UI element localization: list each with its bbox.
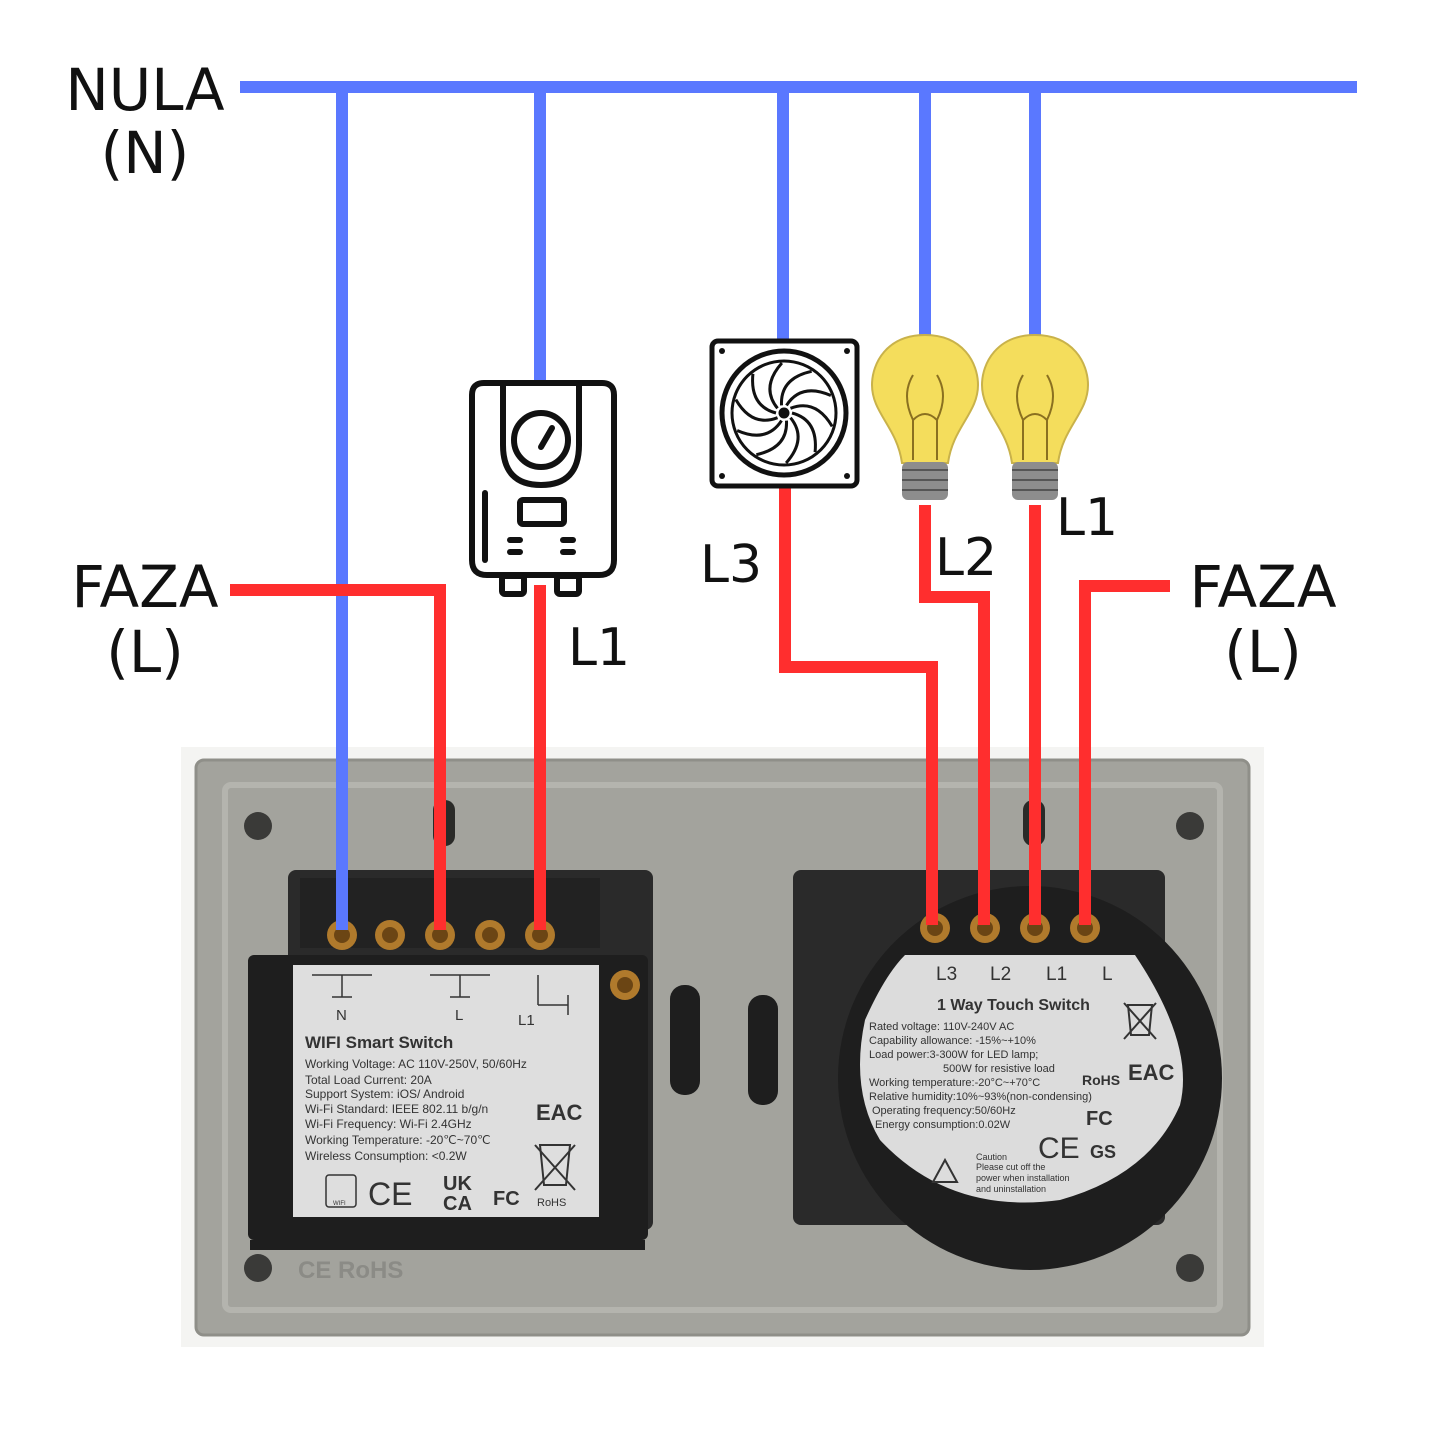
phase-left-to-wifi-l [230,584,446,930]
wifi-smart-switch-module: N L L1 WIFI Smart Switch Working Voltage… [248,870,653,1250]
wifi-terminal-screws [327,920,640,1000]
light-bulb-1-icon [980,333,1090,500]
touch-ce-mark: CE [1038,1132,1080,1165]
bulb2-to-touch-l2 [919,505,990,925]
neutral-wires [240,81,1357,930]
fan-blade [780,369,812,406]
fan-blade [734,398,779,422]
eac-mark: EAC [536,1100,583,1125]
fc-mark: FC [493,1188,520,1210]
heater-output-label: L1 [568,618,630,678]
touch-module-label [860,955,1183,1203]
phase-wires [230,488,1170,930]
wifi-spec-0: Working Voltage: AC 110V-250V, 50/60Hz [305,1057,527,1071]
touch-spec-2: Load power:3-300W for LED lamp; [869,1049,1038,1061]
weee-bin-icon [534,1144,576,1191]
wifi-spec-6: Wireless Consumption: <0.2W [305,1149,467,1163]
touch-rohs-mark: RoHS [1082,1072,1120,1088]
phase-left-label-line1: FAZA [71,553,218,621]
neutral-label-line2: (N) [101,119,190,187]
touch-gs-mark: GS [1090,1142,1116,1162]
touch-module-title: 1 Way Touch Switch [937,997,1090,1014]
touch-spec-6: Operating frequency:50/60Hz [872,1105,1016,1117]
touch-fc-mark: FC [1086,1108,1113,1130]
touch-switch-module: L3 L2 L1 L 1 Way Touch Switch Rated volt… [793,870,1222,1270]
fan-blade [789,404,834,428]
wifi-spec-1: Total Load Current: 20A [305,1073,432,1087]
fan-blade [751,373,777,415]
fan-output-label: L3 [700,535,762,595]
caution-1: Please cut off the [976,1162,1045,1172]
touch-terminal-l1: L1 [1046,964,1067,985]
wifi-spec-2: Support System: iOS/ Android [305,1087,464,1101]
fan-blade [736,419,783,437]
bulb1-output-label: L1 [1056,488,1118,548]
touch-terminal-l3: L3 [936,964,957,985]
neutral-label-line1: NULA [65,56,224,124]
touch-spec-7: Energy consumption:0.02W [875,1119,1011,1131]
caution-2: power when installation [976,1173,1070,1183]
fan-blade [756,420,788,457]
touch-spec-3: 500W for resistive load [943,1063,1055,1075]
rohs-mark: RoHS [537,1197,566,1209]
exhaust-fan-icon [709,338,860,489]
ukca-mark-bottom: CA [443,1193,472,1215]
phase-right-to-touch-l [1079,580,1170,925]
phase-right-label-line1: FAZA [1189,553,1336,621]
wifi-terminal-n: N [336,1007,347,1024]
touch-terminal-l2: L2 [990,964,1011,985]
wifi-terminal-l1: L1 [518,1012,535,1029]
touch-weee-bin-icon [1123,1002,1157,1040]
phase-left-label-line2: (L) [106,618,184,686]
wifi-mark-text: WIFI [333,1201,346,1207]
light-bulb-2-icon [870,333,980,500]
wifi-mark-icon [325,1174,357,1208]
touch-terminal-l: L [1102,964,1113,985]
wifi-terminal-l: L [455,1007,463,1024]
touch-spec-4: Working temperature:-20°C~+70°C [869,1077,1040,1089]
bulb2-output-label: L2 [935,528,997,588]
touch-eac-mark: EAC [1128,1060,1175,1085]
touch-spec-5: Relative humidity:10%~93%(non-condensing… [869,1091,1092,1103]
fan-to-touch-l3 [779,488,938,925]
water-heater-icon [469,380,617,597]
ce-mark: CE [368,1176,412,1212]
caution-3: and uninstallation [976,1184,1046,1194]
phase-right-label-line2: (L) [1224,618,1302,686]
warning-icon [931,1157,959,1183]
touch-spec-1: Capability allowance: -15%~+10% [869,1035,1036,1047]
fan-blade [785,389,832,407]
plate-marks: CE RoHS [298,1257,403,1284]
wifi-spec-5: Working Temperature: -20℃~70℃ [305,1133,491,1147]
wifi-spec-4: Wi-Fi Frequency: Wi-Fi 2.4GHz [305,1117,472,1131]
caution-0: Caution [976,1152,1007,1162]
wifi-spec-3: Wi-Fi Standard: IEEE 802.11 b/g/n [305,1102,488,1116]
fan-blade [791,411,817,453]
wifi-module-title: WIFI Smart Switch [305,1033,453,1052]
fan-blade [768,362,784,410]
touch-spec-0: Rated voltage: 110V-240V AC [869,1021,1014,1033]
fan-blade [784,416,800,464]
ukca-mark-top: UK [443,1173,472,1195]
